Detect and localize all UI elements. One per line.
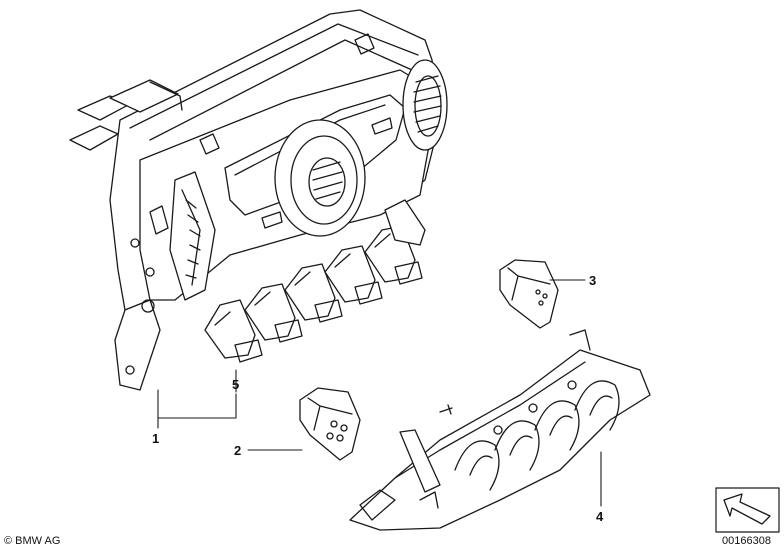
switch-bar-cover [349, 329, 651, 531]
diagram-number: 00166308 [722, 535, 771, 547]
climate-control-unit [69, 9, 448, 391]
leader-lines [157, 279, 602, 507]
label-part-3: 3 [589, 273, 597, 288]
label-part-2: 2 [234, 443, 242, 458]
label-part-4: 4 [596, 509, 604, 524]
label-part-1: 1 [152, 431, 160, 446]
seat-heating-switch-right [499, 259, 559, 329]
copyright-text: © BMW AG [4, 535, 61, 547]
seat-heating-switch-left [299, 387, 361, 461]
label-part-5: 5 [232, 377, 240, 392]
direction-symbol [715, 487, 780, 533]
